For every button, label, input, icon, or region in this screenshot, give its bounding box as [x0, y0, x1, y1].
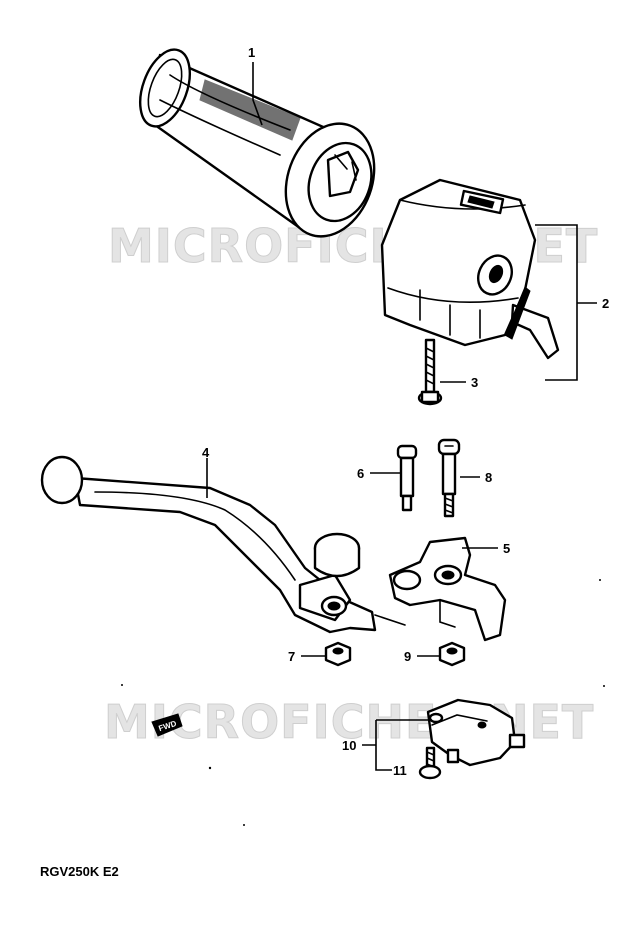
- callout-3: 3: [471, 375, 478, 390]
- brake-light-switch: [426, 698, 526, 767]
- pivot-bolt-6: [396, 444, 418, 512]
- callout-4: 4: [202, 445, 210, 460]
- lever-bracket: [388, 536, 507, 642]
- callout-9: 9: [404, 649, 411, 664]
- callout-6: 6: [357, 466, 364, 481]
- pivot-bolt-8: [437, 438, 461, 518]
- callout-7: 7: [288, 649, 295, 664]
- callout-2: 2: [602, 296, 609, 311]
- nut-7: [324, 641, 352, 667]
- leader-1: [252, 62, 263, 126]
- callout-5: 5: [503, 541, 510, 556]
- fwd-arrow-mark: FWD: [151, 713, 183, 737]
- model-code: RGV250K E2: [40, 864, 119, 879]
- screw-11: [418, 746, 442, 780]
- callout-1: 1: [248, 45, 255, 60]
- callout-11: 11: [393, 763, 407, 778]
- brake-lever: [40, 455, 406, 634]
- throttle-grip: [139, 48, 376, 238]
- callout-8: 8: [485, 470, 492, 485]
- switch-housing: [380, 178, 560, 360]
- nut-9: [438, 641, 466, 667]
- leader-10-11: [362, 719, 432, 771]
- callout-10: 10: [342, 738, 356, 753]
- screw-3: [417, 338, 443, 406]
